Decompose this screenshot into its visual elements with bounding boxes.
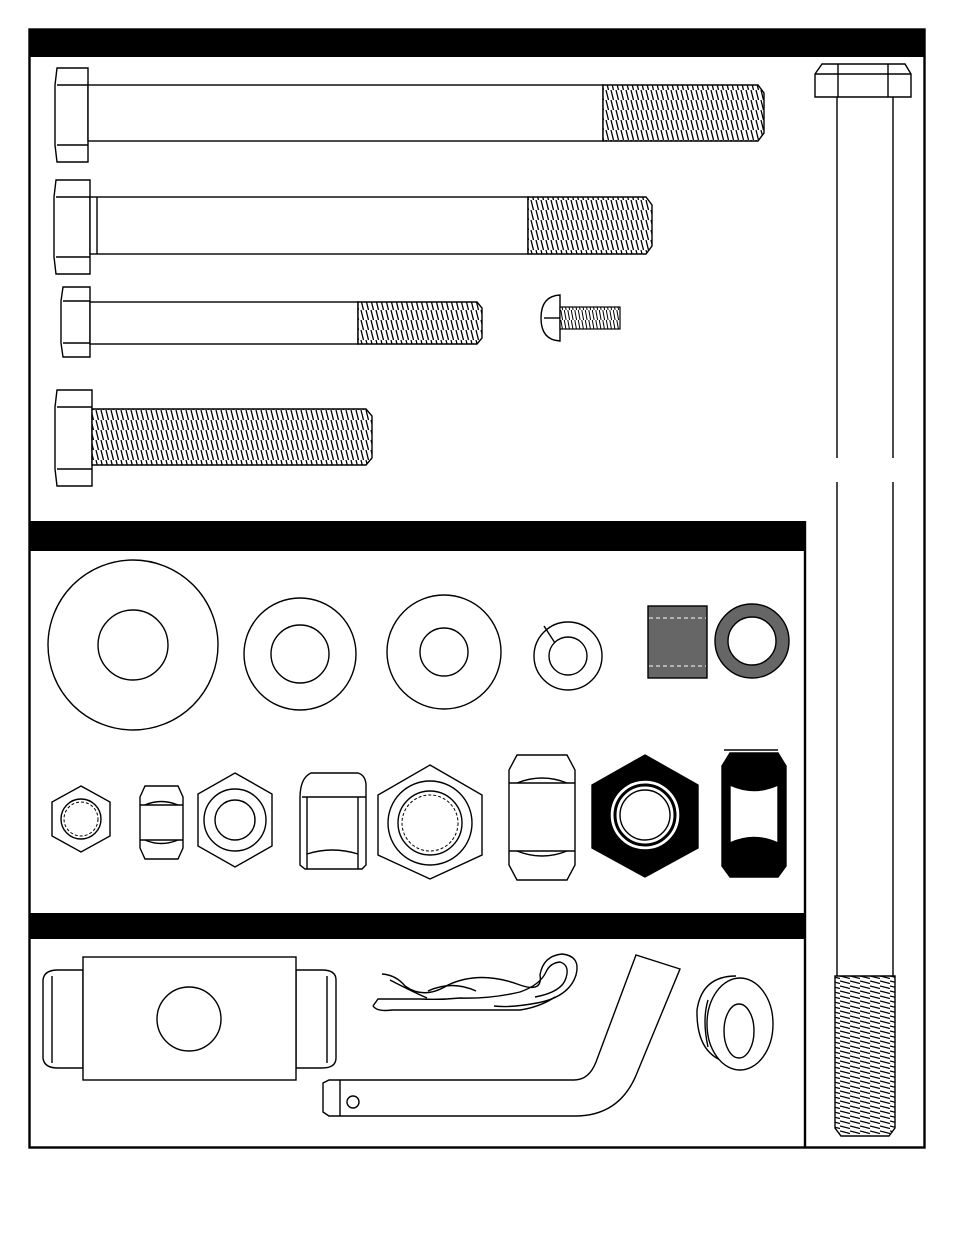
flat-washer-medium [244,598,356,710]
bolt-long-2 [54,180,652,274]
bolt-medium [61,287,482,357]
spacer-ring [715,604,789,678]
lock-nut-medium [198,773,272,867]
hex-nut-small-side [140,786,183,859]
hex-nut-black-side [722,750,786,877]
hex-nut-black [592,755,698,877]
bolt-long-1 [55,68,764,162]
bolt-extra-long [815,64,911,1136]
header-bar-washers-nuts [29,521,805,551]
clevis-block [43,957,336,1080]
hex-nut-small [52,786,110,852]
hex-nut-large-side [509,755,575,880]
machine-screw [541,295,620,341]
hex-nut-large [378,765,482,879]
flat-washer-large [48,560,218,730]
spacer-bushing [648,606,707,678]
bolt-full-thread [55,390,372,486]
nylon-lock-nut-side [300,773,366,869]
lock-washer [534,622,602,690]
flat-washer-small [387,595,501,709]
header-bar-bolts [29,29,925,57]
header-bar-pins-clips [29,913,805,939]
hair-pin-clip [373,954,577,1011]
grommet [697,976,773,1070]
